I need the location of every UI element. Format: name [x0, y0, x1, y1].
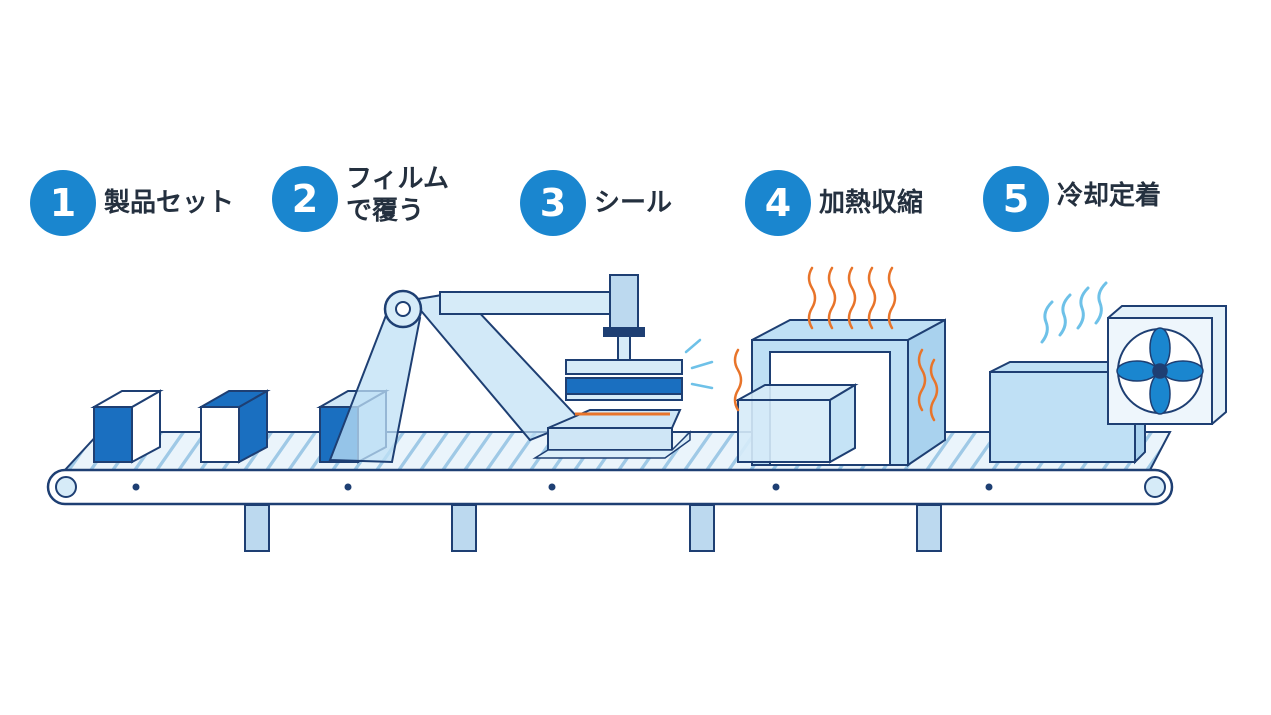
heat-tunnel — [734, 318, 946, 467]
step-1: 1 製品セット — [30, 170, 234, 236]
sealing-press — [532, 274, 714, 459]
heat-waves — [733, 266, 939, 422]
product-box — [90, 389, 164, 464]
product-box — [197, 389, 271, 464]
step-5-label: 冷却定着 — [1057, 181, 1162, 211]
step-4: 4 加熱収縮 — [745, 170, 923, 236]
conveyor-leg — [916, 504, 942, 552]
step-3-label: シール — [594, 188, 673, 218]
cooling-fan — [1107, 305, 1227, 425]
conveyor-leg — [244, 504, 270, 552]
step-3-badge: 3 — [520, 170, 586, 236]
step-2-label: フィルム で覆う — [346, 164, 449, 226]
step-1-label: 製品セット — [104, 188, 235, 218]
conveyor-leg — [451, 504, 477, 552]
step-5-badge: 5 — [983, 166, 1049, 232]
step-1-badge: 1 — [30, 170, 96, 236]
conveyor-leg — [689, 504, 715, 552]
step-2: 2 フィルム で覆う — [272, 164, 449, 232]
step-4-label: 加熱収縮 — [819, 188, 924, 218]
film-feeder — [328, 289, 621, 464]
step-4-badge: 4 — [745, 170, 811, 236]
fan-icon — [1116, 327, 1204, 415]
step-5: 5 冷却定着 — [983, 166, 1161, 232]
step-2-badge: 2 — [272, 166, 338, 232]
roller-left — [55, 476, 77, 498]
cool-air — [1040, 281, 1108, 344]
conveyor-legs — [244, 504, 942, 552]
step-3: 3 シール — [520, 170, 672, 236]
roller-right — [1144, 476, 1166, 498]
